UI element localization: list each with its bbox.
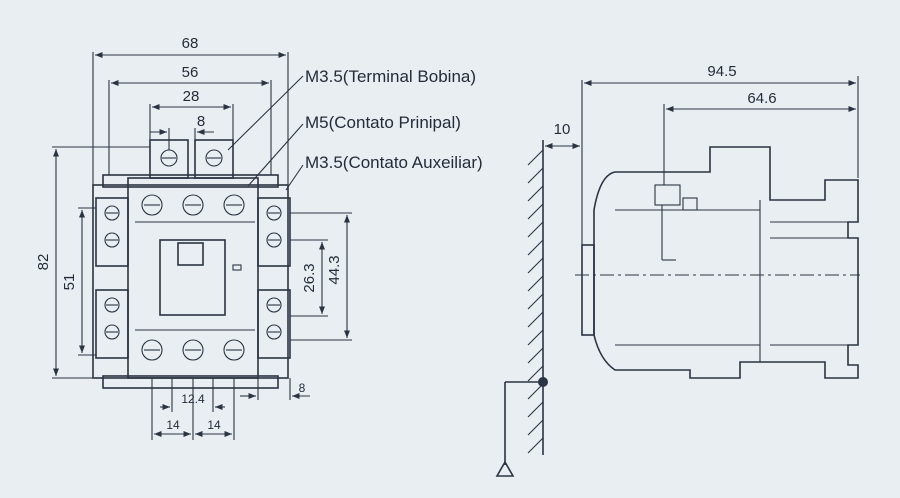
dim-28: 28 (183, 88, 200, 105)
ground-triangle-icon (495, 460, 515, 477)
callout-main-contact: M5(Contato Prinipal) (305, 113, 461, 132)
coil-terminals (149, 139, 234, 179)
dimension-lines-right (290, 212, 352, 341)
side-housing (593, 146, 859, 379)
side-view: 94.5 64.6 10 (545, 63, 860, 379)
bottom-rail (102, 375, 279, 389)
mounting-wall (495, 140, 548, 477)
front-view: 68 56 28 8 82 51 26.3 44.3 8 12.4 14 14 … (35, 35, 483, 440)
dimension-lines-top (92, 51, 289, 185)
dim-14-b: 14 (207, 418, 221, 432)
dim-68: 68 (182, 35, 199, 52)
bottom-main-terminals (135, 329, 255, 361)
indicator (232, 264, 242, 271)
side-base-plate (581, 244, 595, 336)
left-aux-block (95, 197, 129, 359)
dim-44-3: 44.3 (326, 255, 343, 284)
actuator (177, 242, 204, 266)
dim-8-top: 8 (197, 113, 205, 130)
dim-8-side: 8 (299, 381, 306, 395)
top-main-terminals (135, 194, 255, 223)
center-window (159, 239, 226, 316)
dim-14-a: 14 (166, 418, 180, 432)
callout-leaders (227, 75, 304, 191)
dim-26-3: 26.3 (301, 263, 318, 292)
callout-aux-contact: M3.5(Contato Auxeiliar) (305, 153, 483, 172)
dim-64-6: 64.6 (747, 90, 776, 107)
dim-82: 82 (35, 254, 52, 271)
dim-51: 51 (61, 274, 78, 291)
dim-12-4: 12.4 (181, 392, 205, 406)
dimension-lines-left (52, 146, 150, 379)
dim-10: 10 (554, 121, 571, 138)
callout-coil-terminal: M3.5(Terminal Bobina) (305, 67, 476, 86)
top-rail (102, 174, 279, 188)
dim-56: 56 (182, 64, 199, 81)
dimension-lines-bottom (151, 378, 310, 440)
dim-94-5: 94.5 (707, 63, 736, 80)
main-body (127, 177, 259, 379)
right-aux-block (257, 197, 291, 359)
